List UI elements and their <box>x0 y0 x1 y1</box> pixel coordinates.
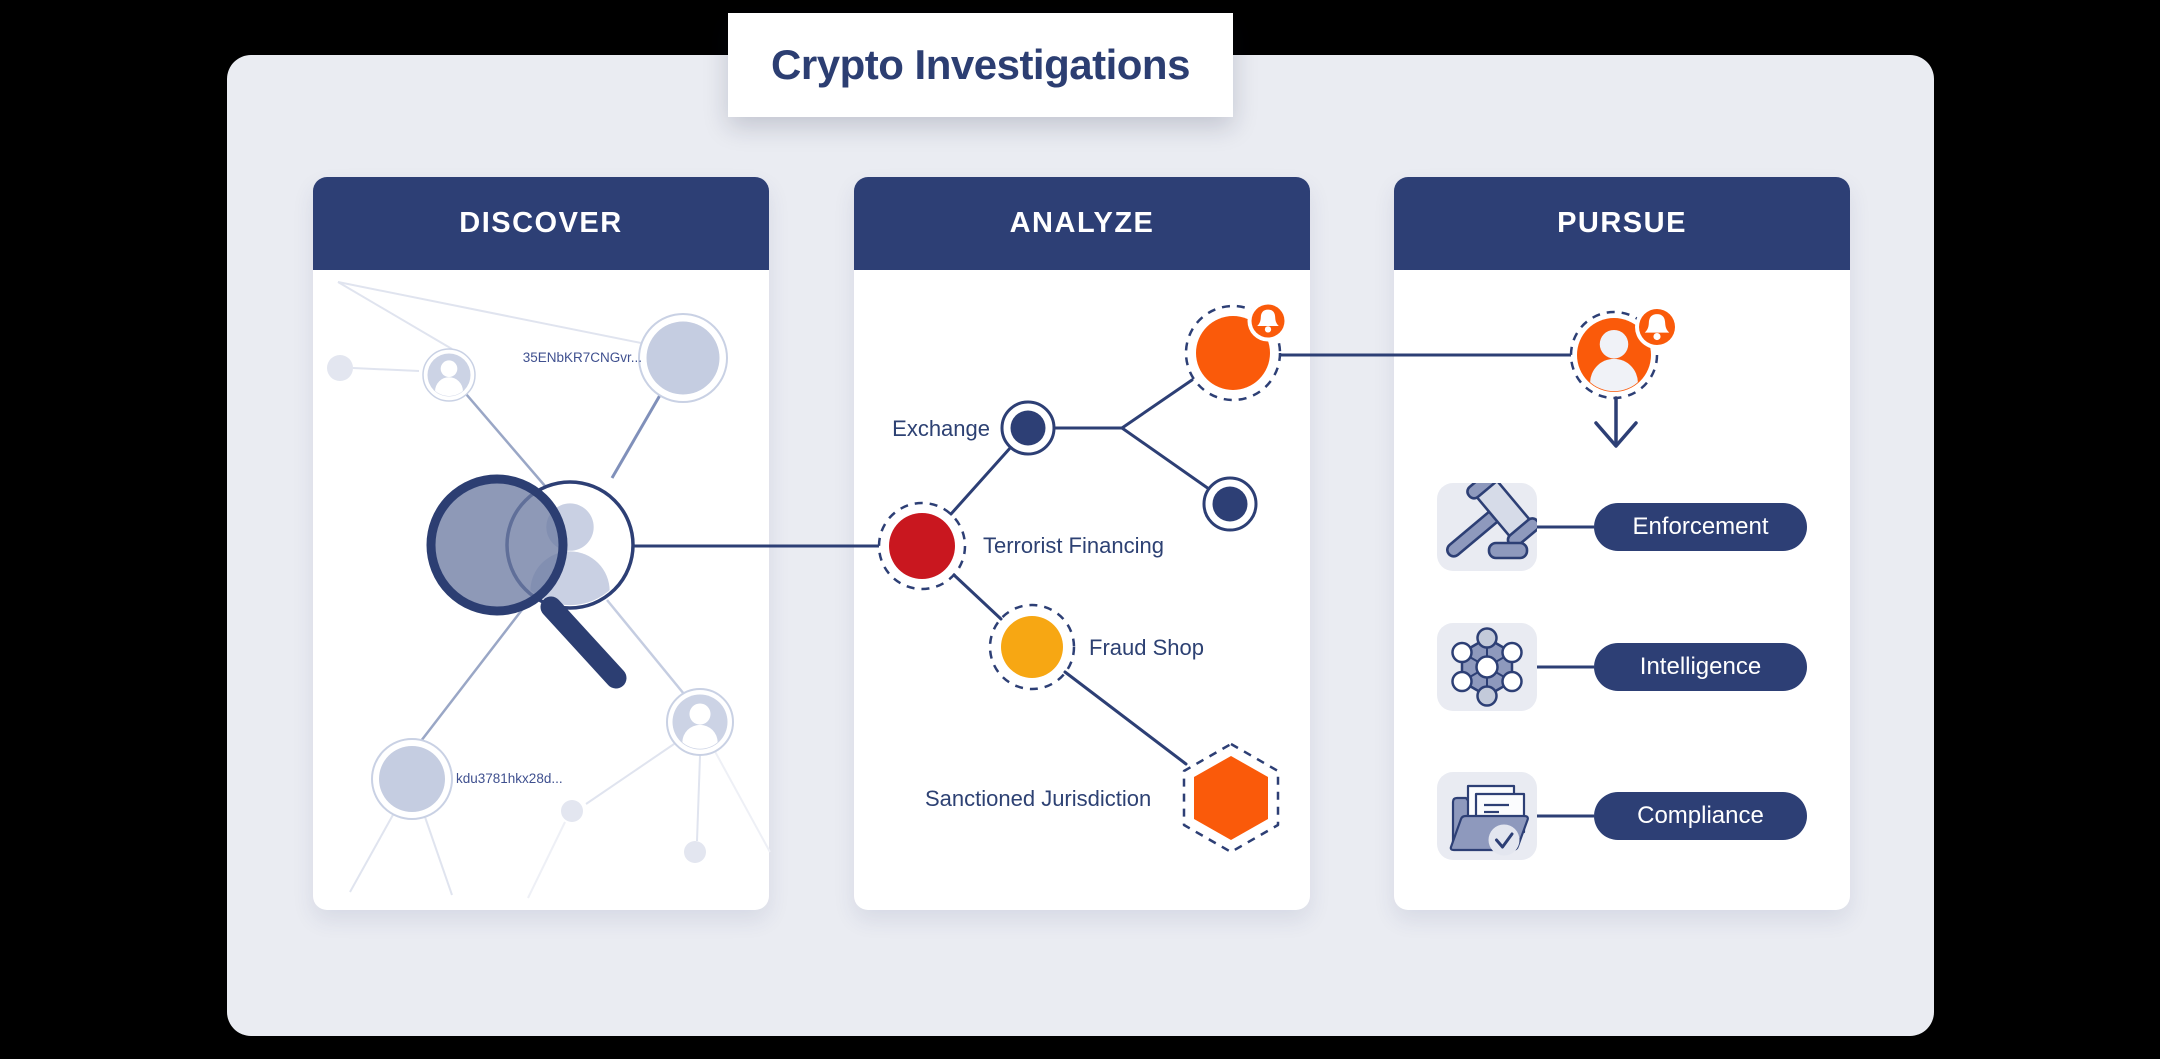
folder-check-icon <box>1449 784 1529 856</box>
compliance-button[interactable]: Compliance <box>1594 792 1807 840</box>
terrorist-financing-label: Terrorist Financing <box>983 533 1164 558</box>
gavel-icon <box>1446 483 1537 560</box>
exchange-label: Exchange <box>892 416 990 441</box>
page-title: Crypto Investigations <box>771 41 1190 88</box>
panel-discover-title: DISCOVER <box>459 207 623 239</box>
enforcement-button[interactable]: Enforcement <box>1594 503 1807 551</box>
panel-analyze-title: ANALYZE <box>1009 207 1155 239</box>
intelligence-label: Intelligence <box>1639 653 1762 680</box>
enforcement-label: Enforcement <box>1632 513 1769 540</box>
panel-discover: DISCOVER <box>313 177 769 910</box>
compliance-icon-tile <box>1437 772 1537 860</box>
intelligence-icon-tile <box>1437 623 1537 711</box>
panel-discover-header: DISCOVER <box>313 177 769 270</box>
intelligence-button[interactable]: Intelligence <box>1594 643 1807 691</box>
panel-pursue-title: PURSUE <box>1557 207 1687 239</box>
fraud-shop-label: Fraud Shop <box>1089 635 1204 660</box>
panel-analyze-header: ANALYZE <box>854 177 1310 270</box>
wallet-address-label-bottom: kdu3781hkx28d... <box>456 771 563 786</box>
enforcement-icon-tile <box>1437 483 1537 571</box>
wallet-address-label-top: 35ENbKR7CNGvr... <box>522 350 642 365</box>
sanctioned-jurisdiction-label: Sanctioned Jurisdiction <box>925 786 1152 811</box>
network-graph-icon <box>1451 627 1523 707</box>
compliance-label: Compliance <box>1637 802 1764 829</box>
page-title-card: Crypto Investigations <box>728 13 1233 117</box>
panel-pursue-header: PURSUE <box>1394 177 1850 270</box>
